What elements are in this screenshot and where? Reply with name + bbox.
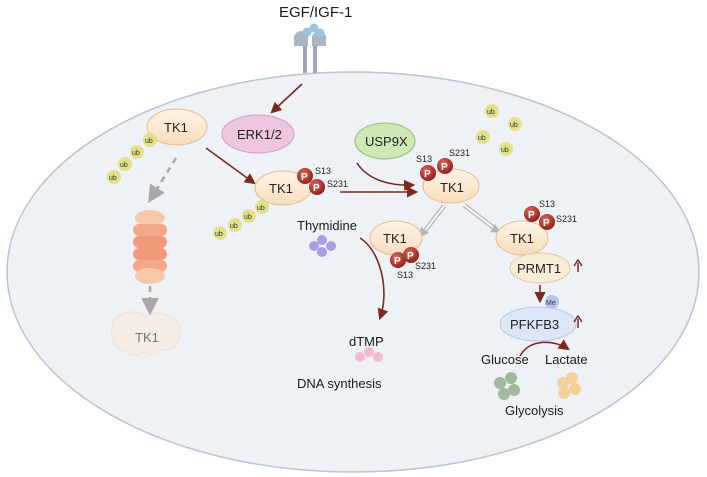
- tk1-prmt1-node: TK1: [495, 220, 549, 256]
- tk1-label: TK1: [510, 231, 534, 246]
- p-label: P: [441, 162, 448, 173]
- phospho-sites-top: P P S13 S231: [416, 148, 470, 181]
- thymidine-label: Thymidine: [297, 218, 357, 233]
- erk-node: ERK1/2: [221, 114, 295, 154]
- tk1-ubiquitinated-node: TK1: [146, 108, 208, 146]
- p-label: P: [394, 256, 401, 267]
- tk1-degraded-label: TK1: [135, 330, 159, 345]
- ligand-label: EGF/IGF-1: [279, 4, 352, 21]
- thymidine-dtmp-arrow: [359, 237, 389, 321]
- tk1-phospho-ub-node: TK1: [254, 170, 312, 206]
- s231-label: S231: [415, 261, 436, 271]
- receptor-erk-arrow: [270, 83, 303, 114]
- phospho-sites-right: P P S13 S231: [524, 199, 577, 230]
- glucose-label: Glucose: [481, 352, 529, 367]
- proteasome-icon: [133, 210, 167, 284]
- tk1-label: TK1: [269, 181, 293, 196]
- s13-label: S13: [539, 199, 555, 209]
- erk-phospho-arrow: [205, 147, 256, 185]
- p-label: P: [407, 251, 414, 262]
- cell-body: [6, 71, 700, 473]
- receptor-icon: [294, 23, 326, 73]
- ub-label: ub: [510, 122, 518, 129]
- pfkfb3-node: PFKFB3: [499, 306, 577, 342]
- dna-synthesis-label: DNA synthesis: [297, 376, 382, 391]
- tk1-stabilized-node: TK1: [422, 168, 480, 204]
- s231-label: S231: [556, 214, 577, 224]
- dtmp-label: dTMP: [349, 334, 384, 349]
- ub-label: ub: [478, 135, 486, 142]
- ub-label: ub: [487, 109, 495, 116]
- glycolysis-label: Glycolysis: [505, 403, 564, 418]
- prmt1-node: PRMT1: [509, 252, 571, 284]
- lactate-label: Lactate: [545, 352, 588, 367]
- s231-label: S231: [449, 148, 470, 158]
- s13-label: S13: [416, 154, 432, 164]
- lactate-icon: [557, 372, 581, 399]
- free-ub: ub ub ub ub: [476, 104, 522, 156]
- ub-label: ub: [215, 231, 223, 238]
- p-label: P: [528, 210, 535, 221]
- ub-label: ub: [501, 147, 509, 154]
- ub-label: ub: [244, 214, 252, 221]
- pfkfb3-label: PFKFB3: [510, 317, 559, 332]
- glucose-icon: [494, 372, 520, 400]
- usp9x-label: USP9X: [365, 134, 408, 149]
- ub-label: ub: [230, 223, 238, 230]
- up-arrow-icon: [573, 258, 583, 272]
- p-label: P: [313, 183, 320, 194]
- ub-label: ub: [109, 175, 117, 182]
- degradation-arrow: [148, 157, 178, 203]
- tk1-nucleotide-node: TK1: [369, 220, 423, 256]
- s13-label: S13: [315, 166, 331, 176]
- usp9x-node: USP9X: [354, 122, 416, 160]
- p-label: P: [301, 172, 308, 183]
- dtmp-icon: [355, 347, 383, 362]
- p-label: P: [543, 218, 550, 229]
- ub-chain-mid: ub ub ub ub: [213, 200, 269, 240]
- usp9x-arrow: [356, 162, 416, 191]
- phospho-sites-mid: P P S13 S231: [297, 166, 348, 195]
- tk1-degraded-node: TK1: [111, 311, 181, 356]
- prmt1-label: PRMT1: [517, 261, 561, 276]
- methyl-badge: Me: [545, 295, 559, 309]
- erk-label: ERK1/2: [237, 127, 282, 142]
- ub-label: ub: [257, 205, 265, 212]
- thymidine-icon: [309, 235, 336, 257]
- s231-label: S231: [327, 179, 348, 189]
- ub-label: ub: [120, 162, 128, 169]
- glycolysis-arrow: [519, 339, 570, 357]
- tk1-label: TK1: [440, 180, 464, 195]
- p-label: P: [424, 169, 431, 180]
- ub-label: ub: [145, 138, 153, 145]
- up-arrow-icon: [573, 314, 583, 328]
- tk1-label: TK1: [164, 120, 188, 135]
- phospho-sites-lower-mid: P P S13 S231: [390, 247, 436, 280]
- s13-label: S13: [397, 270, 413, 280]
- tk1-label: TK1: [383, 231, 407, 246]
- ub-chain-left: ub ub ub ub: [107, 133, 157, 184]
- ub-label: ub: [132, 150, 140, 157]
- me-label: Me: [546, 300, 556, 307]
